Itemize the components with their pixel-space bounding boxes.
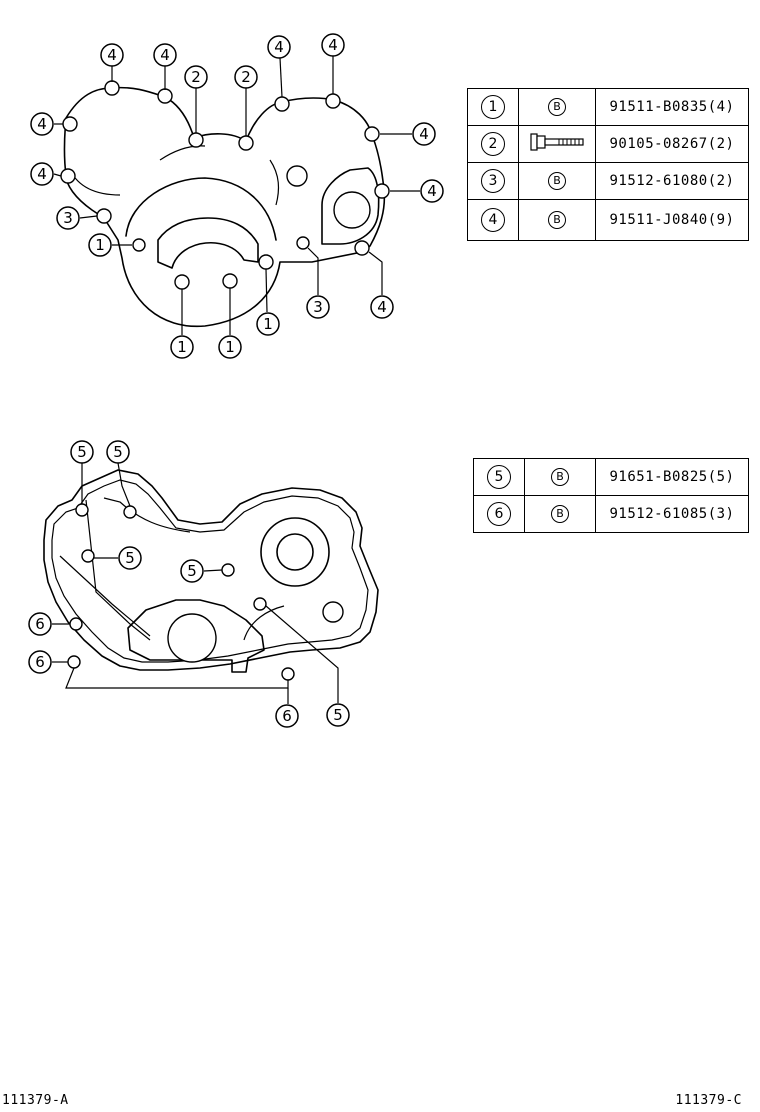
svg-text:2: 2: [241, 68, 251, 86]
b-circle-icon: B: [548, 98, 566, 116]
top-leaders: [53, 56, 420, 335]
callout-4: 4: [267, 35, 291, 59]
svg-text:5: 5: [333, 706, 343, 724]
b-circle-icon: B: [551, 505, 569, 523]
part-number: 91511-J0840(9): [595, 199, 749, 241]
bottom-leaders: [52, 462, 339, 704]
svg-text:4: 4: [160, 46, 170, 64]
parts-table-bottom: 5 B 91651-B0825(5) 6 B 91512-61085(3): [473, 458, 749, 533]
svg-text:4: 4: [377, 298, 387, 316]
callout-3: 3: [306, 295, 330, 319]
figure-ref-left: 111379-A: [2, 1093, 69, 1108]
svg-text:4: 4: [427, 182, 437, 200]
callout-number: 4: [481, 208, 505, 232]
callout-4: 4: [30, 162, 54, 186]
flange-bolt-icon: [530, 133, 584, 151]
callout-2: 2: [184, 65, 208, 89]
b-circle-icon: B: [548, 211, 566, 229]
callout-1: 1: [88, 233, 112, 257]
part-number: 90105-08267(2): [595, 125, 749, 163]
svg-text:4: 4: [328, 36, 338, 54]
callout-4: 4: [153, 43, 177, 67]
callout-5: 5: [180, 559, 204, 583]
table-row: 3 B 91512-61080(2): [467, 162, 749, 200]
callout-2: 2: [234, 65, 258, 89]
svg-text:6: 6: [35, 615, 45, 633]
part-number: 91512-61080(2): [595, 162, 749, 200]
svg-text:4: 4: [107, 46, 117, 64]
table-row: 6 B 91512-61085(3): [473, 495, 749, 533]
callout-5: 5: [70, 440, 94, 464]
svg-text:4: 4: [37, 115, 47, 133]
svg-text:3: 3: [63, 209, 73, 227]
callout-5: 5: [106, 440, 130, 464]
callout-1: 1: [170, 335, 194, 359]
callout-number: 2: [481, 132, 505, 156]
part-number: 91511-B0835(4): [595, 88, 749, 126]
part-number: 91651-B0825(5): [595, 458, 749, 496]
svg-text:2: 2: [191, 68, 201, 86]
svg-text:5: 5: [77, 443, 87, 461]
callout-4: 4: [30, 112, 54, 136]
callout-4: 4: [420, 179, 444, 203]
svg-text:5: 5: [187, 562, 197, 580]
svg-text:1: 1: [95, 236, 105, 254]
callout-number: 1: [481, 95, 505, 119]
parts-table-top: 1 B 91511-B0835(4) 2 90105-08267(2) 3 B …: [467, 88, 749, 241]
svg-text:1: 1: [177, 338, 187, 356]
svg-text:6: 6: [35, 653, 45, 671]
svg-text:6: 6: [282, 707, 292, 725]
b-circle-icon: B: [551, 468, 569, 486]
callout-6: 6: [275, 704, 299, 728]
svg-text:1: 1: [225, 338, 235, 356]
table-row: 1 B 91511-B0835(4): [467, 88, 749, 126]
svg-text:1: 1: [263, 315, 273, 333]
svg-text:5: 5: [125, 549, 135, 567]
callout-1: 1: [256, 312, 280, 336]
callout-number: 3: [481, 169, 505, 193]
svg-text:5: 5: [113, 443, 123, 461]
b-circle-icon: B: [548, 172, 566, 190]
part-number: 91512-61085(3): [595, 495, 749, 533]
callout-6: 6: [28, 612, 52, 636]
table-row: 4 B 91511-J0840(9): [467, 199, 749, 241]
timing-cover-upper: [60, 80, 390, 328]
callout-5: 5: [118, 546, 142, 570]
table-row: 2 90105-08267(2): [467, 125, 749, 163]
callout-4: 4: [100, 43, 124, 67]
svg-text:4: 4: [419, 125, 429, 143]
figure-ref-right: 111379-C: [675, 1093, 742, 1108]
callout-5: 5: [326, 703, 350, 727]
table-row: 5 B 91651-B0825(5): [473, 458, 749, 496]
callout-6: 6: [28, 650, 52, 674]
svg-text:4: 4: [274, 38, 284, 56]
callout-1: 1: [218, 335, 242, 359]
callout-3: 3: [56, 206, 80, 230]
callout-number: 5: [487, 465, 511, 489]
callout-4: 4: [321, 33, 345, 57]
callout-number: 6: [487, 502, 511, 526]
svg-text:4: 4: [37, 165, 47, 183]
callout-4: 4: [412, 122, 436, 146]
svg-text:3: 3: [313, 298, 323, 316]
callout-4: 4: [370, 295, 394, 319]
timing-cover-lower: [43, 469, 379, 681]
